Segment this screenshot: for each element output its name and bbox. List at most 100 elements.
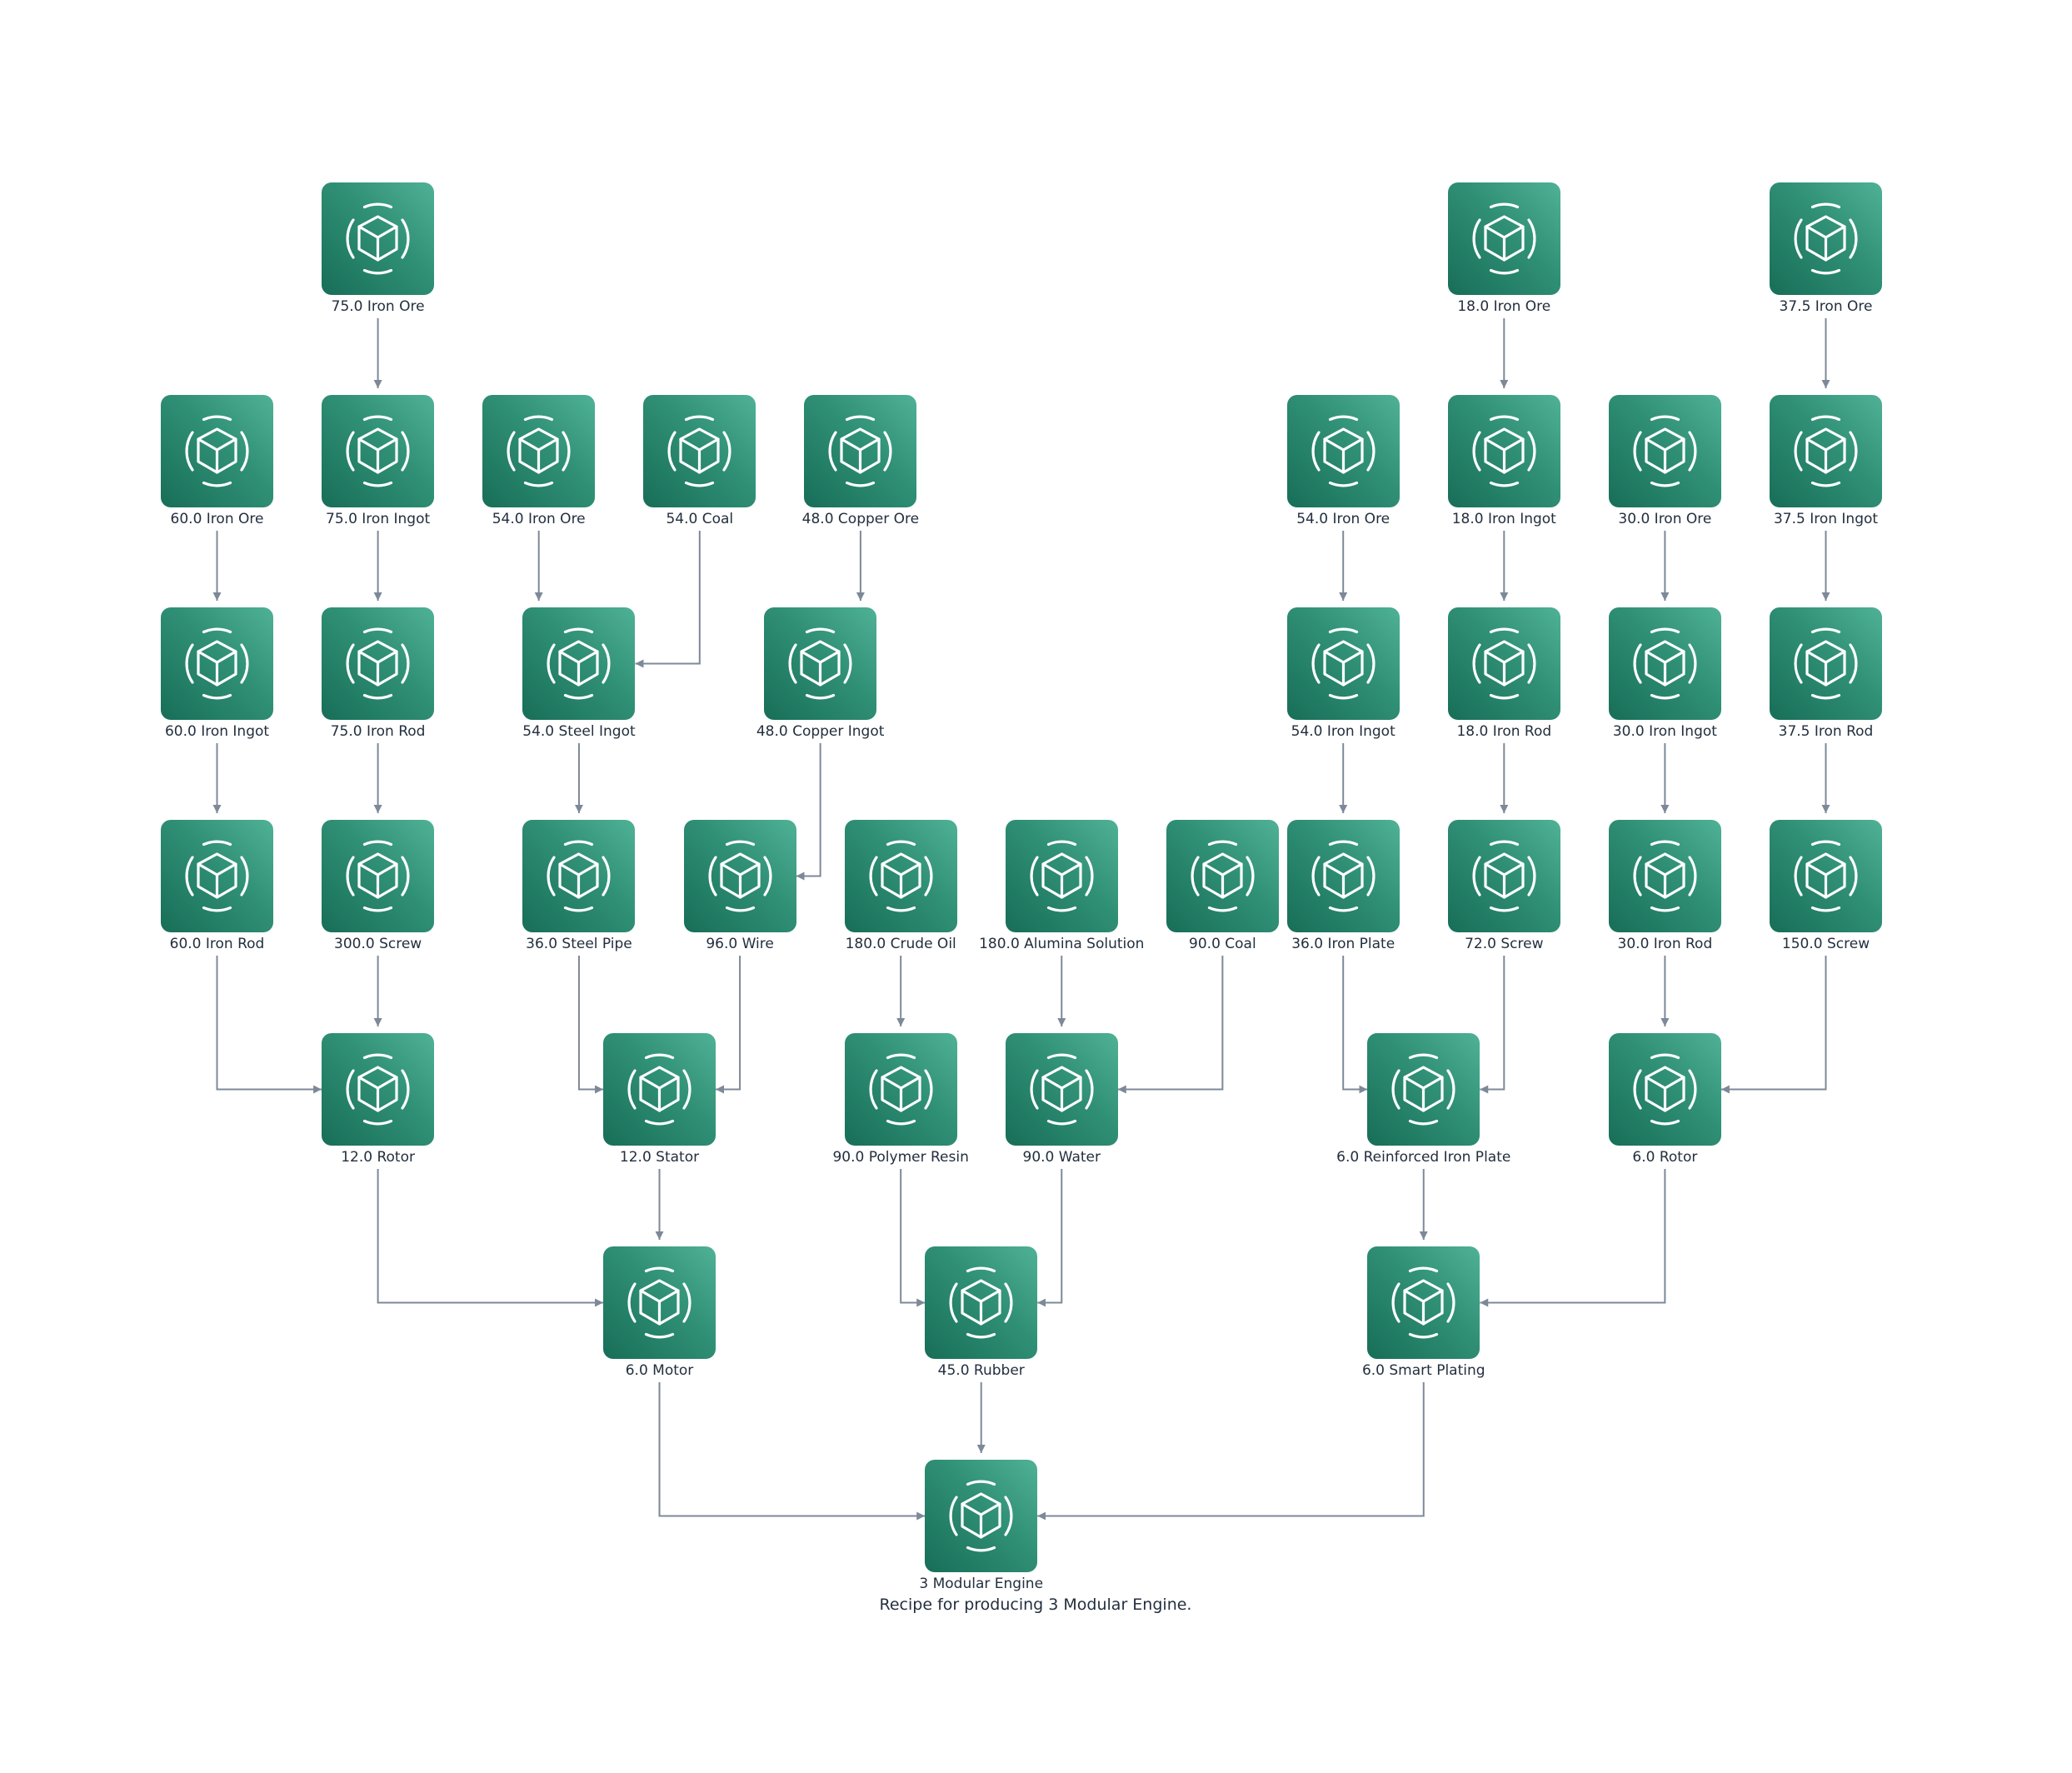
edge-coal-90-to-water-90 (1117, 956, 1224, 1094)
node-smart-plating-6[interactable] (1367, 1246, 1480, 1359)
resource-cube-icon (869, 1053, 933, 1126)
resource-cube-icon (1794, 840, 1858, 912)
resource-cube-icon (708, 840, 772, 912)
resource-cube-icon (507, 415, 571, 487)
edge-rotor-12-to-motor-6 (377, 1169, 604, 1307)
node-copper-ore-48[interactable] (804, 395, 917, 507)
node-label-iron-rod-37-5: 37.5 Iron Rod (1778, 723, 1874, 740)
node-modular-engine-3[interactable] (925, 1460, 1038, 1572)
node-label-iron-rod-60: 60.0 Iron Rod (169, 936, 265, 952)
node-iron-ingot-30[interactable] (1608, 607, 1721, 720)
node-label-iron-rod-30: 30.0 Iron Rod (1617, 936, 1713, 952)
resource-cube-icon (1472, 840, 1536, 912)
node-iron-rod-60[interactable] (161, 820, 273, 932)
edge-coal-54-to-steel-ingot-54 (635, 531, 701, 668)
node-coal-90[interactable] (1166, 820, 1279, 932)
resource-cube-icon (1391, 1053, 1455, 1126)
node-screw-150[interactable] (1770, 820, 1882, 932)
edge-iron-plate-36-to-reinforced-iron-plate-6 (1342, 956, 1368, 1094)
node-label-iron-ore-75: 75.0 Iron Ore (331, 298, 425, 315)
node-label-iron-ore-18: 18.0 Iron Ore (1457, 298, 1551, 315)
node-alumina-solution-180[interactable] (1005, 820, 1118, 932)
node-iron-ore-60[interactable] (161, 395, 273, 507)
resource-cube-icon (1633, 415, 1697, 487)
node-label-iron-ore-54-b: 54.0 Iron Ore (1296, 511, 1390, 527)
node-label-iron-rod-18: 18.0 Iron Rod (1456, 723, 1552, 740)
node-label-coal-90: 90.0 Coal (1189, 936, 1256, 952)
resource-cube-icon (1311, 840, 1376, 912)
node-iron-ore-54-a[interactable] (482, 395, 596, 507)
node-label-iron-ore-54-a: 54.0 Iron Ore (492, 511, 586, 527)
node-label-copper-ore-48: 48.0 Copper Ore (801, 511, 920, 527)
node-iron-ingot-18[interactable] (1447, 395, 1560, 507)
node-label-rotor-12: 12.0 Rotor (341, 1149, 415, 1166)
resource-cube-icon (1794, 415, 1858, 487)
resource-cube-icon (1794, 202, 1858, 275)
resource-cube-icon (1794, 627, 1858, 700)
resource-cube-icon (828, 415, 892, 487)
node-label-iron-ingot-18: 18.0 Iron Ingot (1451, 511, 1556, 527)
node-iron-rod-30[interactable] (1608, 820, 1721, 932)
node-reinforced-iron-plate-6[interactable] (1367, 1033, 1480, 1146)
node-label-modular-engine-3: 3 Modular Engine (919, 1576, 1044, 1592)
node-iron-ore-37-5[interactable] (1770, 182, 1882, 295)
node-label-iron-ingot-30: 30.0 Iron Ingot (1612, 723, 1717, 740)
resource-cube-icon (1472, 627, 1536, 700)
node-iron-rod-37-5[interactable] (1770, 607, 1882, 720)
node-label-alumina-solution-180: 180.0 Alumina Solution (979, 936, 1145, 952)
node-label-stator-12: 12.0 Stator (619, 1149, 700, 1166)
node-iron-rod-18[interactable] (1447, 607, 1560, 720)
node-label-wire-96: 96.0 Wire (706, 936, 774, 952)
node-iron-ore-30[interactable] (1608, 395, 1721, 507)
node-crude-oil-180[interactable] (844, 820, 957, 932)
node-motor-6[interactable] (603, 1246, 716, 1359)
node-steel-ingot-54[interactable] (522, 607, 636, 720)
node-label-polymer-resin-90: 90.0 Polymer Resin (832, 1149, 969, 1166)
node-iron-rod-75[interactable] (322, 607, 435, 720)
node-label-coal-54: 54.0 Coal (666, 511, 734, 527)
node-label-water-90: 90.0 Water (1022, 1149, 1101, 1166)
node-label-rotor-6: 6.0 Rotor (1632, 1149, 1698, 1166)
node-iron-ore-18[interactable] (1447, 182, 1560, 295)
node-iron-ore-75[interactable] (322, 182, 435, 295)
node-label-iron-ingot-54: 54.0 Iron Ingot (1291, 723, 1395, 740)
node-rubber-45[interactable] (925, 1246, 1038, 1359)
node-label-copper-ingot-48: 48.0 Copper Ingot (756, 723, 885, 740)
node-screw-300[interactable] (322, 820, 435, 932)
node-stator-12[interactable] (603, 1033, 716, 1146)
edge-iron-rod-60-to-rotor-12 (216, 956, 322, 1094)
node-water-90[interactable] (1005, 1033, 1118, 1146)
node-label-crude-oil-180: 180.0 Crude Oil (845, 936, 956, 952)
node-screw-72[interactable] (1447, 820, 1560, 932)
node-label-iron-ore-60: 60.0 Iron Ore (170, 511, 264, 527)
node-copper-ingot-48[interactable] (764, 607, 877, 720)
node-iron-ingot-54[interactable] (1286, 607, 1400, 720)
node-label-screw-150: 150.0 Screw (1781, 936, 1870, 952)
node-rotor-12[interactable] (322, 1033, 435, 1146)
node-label-iron-ingot-75: 75.0 Iron Ingot (326, 511, 431, 527)
resource-cube-icon (627, 1053, 691, 1126)
node-label-reinforced-iron-plate-6: 6.0 Reinforced Iron Plate (1336, 1149, 1511, 1166)
resource-cube-icon (1311, 415, 1376, 487)
node-iron-ingot-37-5[interactable] (1770, 395, 1882, 507)
edge-copper-ingot-48-to-wire-96 (796, 743, 821, 881)
node-iron-ingot-75[interactable] (322, 395, 435, 507)
resource-cube-icon (346, 415, 410, 487)
node-steel-pipe-36[interactable] (522, 820, 636, 932)
node-polymer-resin-90[interactable] (844, 1033, 957, 1146)
resource-cube-icon (869, 840, 933, 912)
node-iron-plate-36[interactable] (1286, 820, 1400, 932)
resource-cube-icon (1633, 627, 1697, 700)
diagram-caption: Recipe for producing 3 Modular Engine. (879, 1596, 1192, 1614)
node-label-steel-ingot-54: 54.0 Steel Ingot (522, 723, 636, 740)
node-rotor-6[interactable] (1608, 1033, 1721, 1146)
node-iron-ore-54-b[interactable] (1286, 395, 1400, 507)
resource-cube-icon (1633, 1053, 1697, 1126)
node-wire-96[interactable] (683, 820, 796, 932)
resource-cube-icon (346, 1053, 410, 1126)
resource-cube-icon (1311, 627, 1376, 700)
node-coal-54[interactable] (643, 395, 756, 507)
node-iron-ingot-60[interactable] (161, 607, 273, 720)
